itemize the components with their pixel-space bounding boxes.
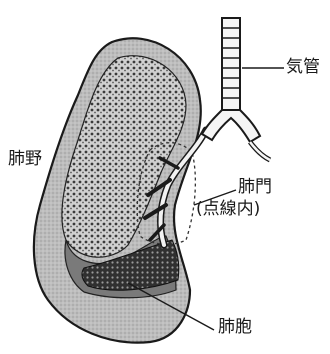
label-trachea: 気管 — [286, 58, 320, 78]
label-alveoli: 肺胞 — [218, 318, 252, 338]
label-hilum: 肺門 — [238, 178, 272, 198]
label-lung-field: 肺野 — [8, 150, 42, 170]
trachea — [202, 18, 270, 160]
label-hilum-note: (点線内) — [196, 200, 260, 220]
